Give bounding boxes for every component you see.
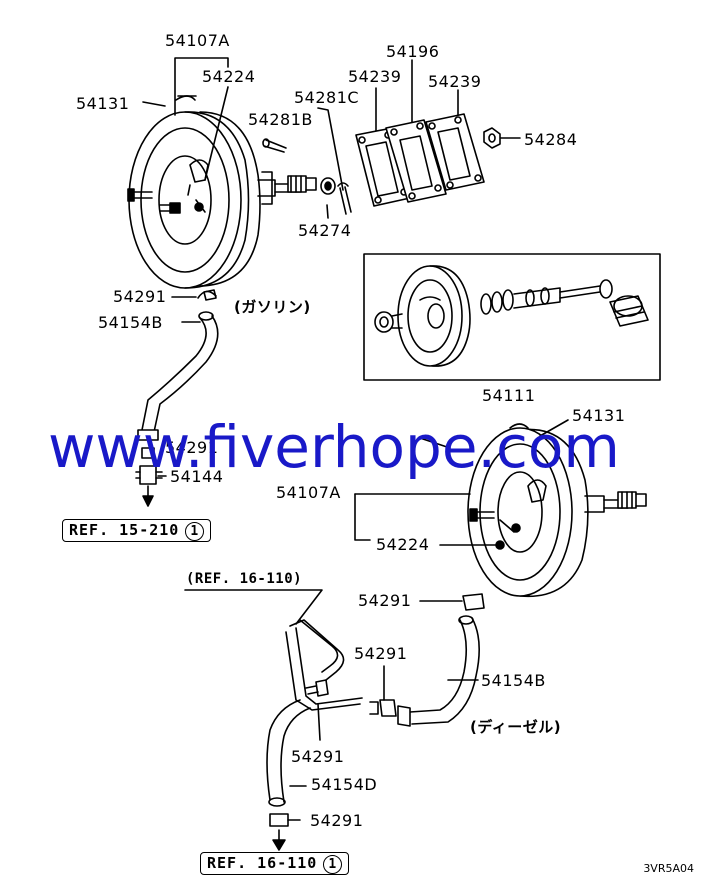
ref-16-110[interactable]: REF. 16-110 1 [200, 852, 350, 875]
gasket-plates [355, 113, 501, 207]
label-gasoline: (ガソリン) [234, 298, 311, 316]
label-54281b: 54281B [248, 110, 313, 129]
label-54224-top: 54224 [202, 67, 256, 86]
label-54224-mid: 54224 [376, 535, 430, 554]
label-54154d: 54154D [311, 775, 378, 794]
ref-15-210[interactable]: REF. 15-210 1 [62, 519, 212, 542]
brake-booster-middle [467, 423, 647, 598]
ref-15-210-circle: 1 [185, 522, 205, 541]
label-54291-a: 54291 [113, 287, 167, 306]
hose-diesel [266, 593, 485, 851]
ref-16-110-circle: 1 [323, 855, 343, 874]
diagram-code: 3VR5A04 [643, 862, 694, 875]
brake-booster-top [127, 95, 352, 289]
label-54239-b: 54239 [428, 72, 482, 91]
label-54111: 54111 [482, 386, 536, 405]
ref-16-110-text: REF. 16-110 [207, 854, 318, 872]
ref-15-210-text: REF. 15-210 [69, 521, 180, 539]
label-54154b-b: 54154B [481, 671, 546, 690]
label-54144: 54144 [170, 467, 224, 486]
label-54196: 54196 [386, 42, 440, 61]
label-54274: 54274 [298, 221, 352, 240]
label-54284: 54284 [524, 130, 578, 149]
label-54107a-top: 54107A [165, 31, 230, 50]
booster-kit [374, 265, 649, 367]
label-diesel: (ディーゼル) [470, 718, 562, 736]
label-54131-top: 54131 [76, 94, 130, 113]
watermark: www.fiverhope.com [48, 413, 620, 481]
label-54107a-mid: 54107A [276, 483, 341, 502]
label-54281c: 54281C [294, 88, 360, 107]
label-54239-a: 54239 [348, 67, 402, 86]
label-54291-f: 54291 [310, 811, 364, 830]
label-54291-c: 54291 [358, 591, 412, 610]
ref-16-110-paren[interactable]: (REF. 16-110) [186, 571, 303, 587]
label-54131-mid: 54131 [572, 406, 626, 425]
label-54291-e: 54291 [291, 747, 345, 766]
hose-left [135, 289, 219, 507]
label-54291-b: 54291 [165, 438, 219, 457]
label-54154b-a: 54154B [98, 313, 163, 332]
label-54291-d: 54291 [354, 644, 408, 663]
